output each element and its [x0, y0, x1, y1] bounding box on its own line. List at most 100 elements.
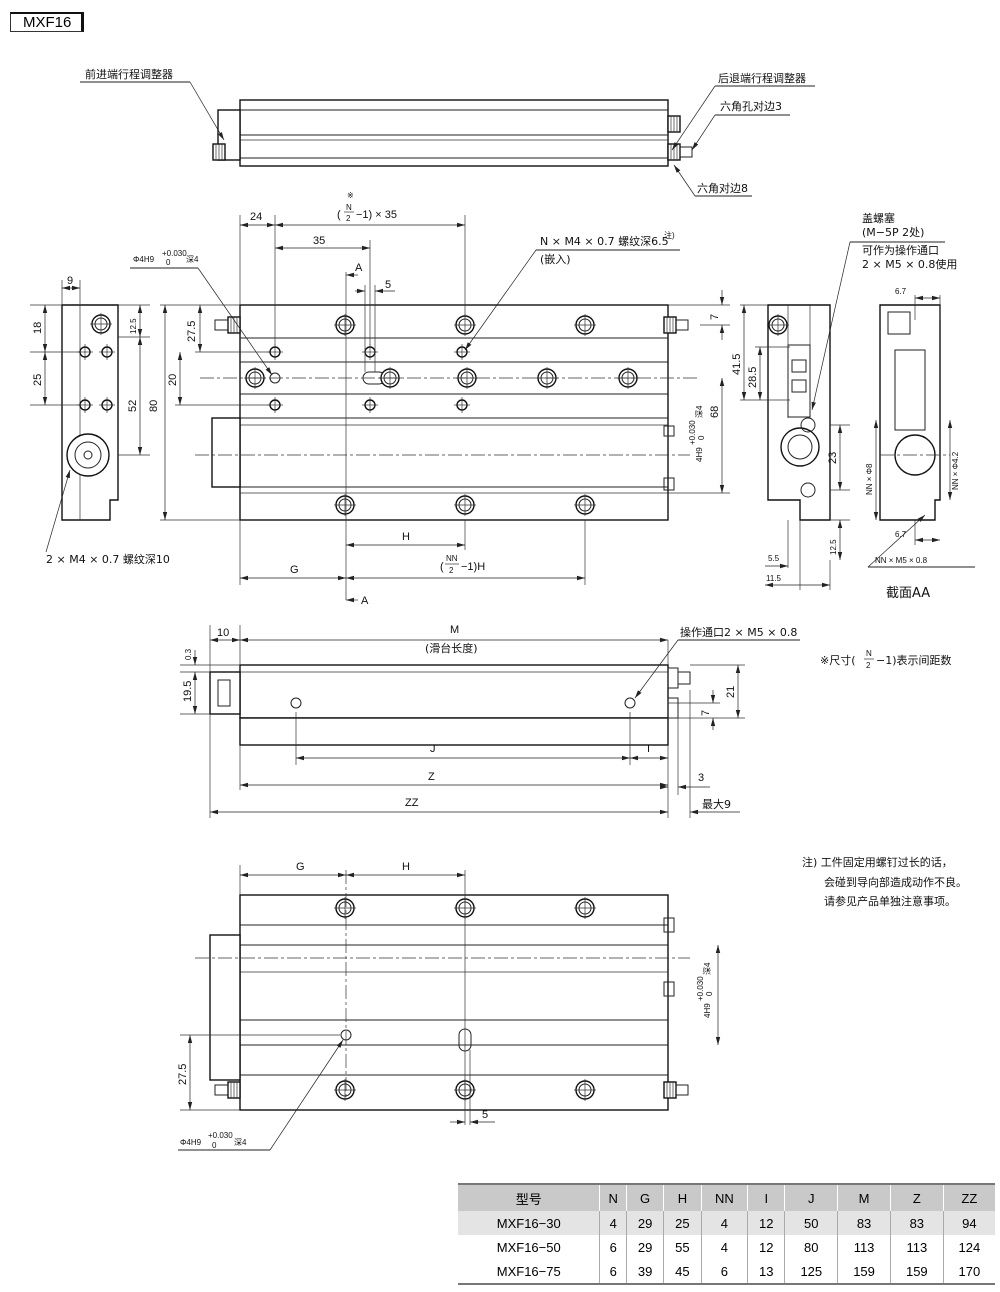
header-zz: ZZ	[942, 1183, 995, 1211]
hex-socket-label: 六角孔对边3	[720, 99, 782, 113]
dim-7: 7	[709, 314, 721, 320]
model-title: MXF16	[10, 12, 84, 32]
table-header-row: 型号 N G H NN I J M Z ZZ	[458, 1183, 995, 1211]
caution-note: 注) 工件固定用螺钉过长的话， 会碰到导向部造成动作不良。 请参见产品单独注意事…	[802, 855, 967, 908]
nn-m5-label: NN × M5 × 0.8	[875, 556, 928, 565]
header-i: I	[747, 1183, 785, 1211]
cell: 12	[747, 1235, 785, 1259]
header-z: Z	[889, 1183, 944, 1211]
note-line-1: 注) 工件固定用螺钉过长的话，	[802, 855, 953, 869]
front-adjuster-label: 前进端行程调整器	[85, 67, 173, 81]
dim-10: 10	[217, 627, 229, 639]
dim-ZZ: ZZ	[405, 797, 419, 809]
pitch-note-denominator: 2	[866, 661, 871, 670]
header-m: M	[837, 1183, 891, 1211]
dim-J: J	[430, 743, 436, 755]
bottom-dim-H: H	[402, 861, 410, 873]
cell: 12	[747, 1211, 785, 1235]
cell: 13	[747, 1259, 785, 1285]
side-tap-label: 2 × M4 × 0.7 螺纹深10	[46, 552, 170, 566]
pitch-mark: ※	[347, 191, 354, 200]
dim-21: 21	[725, 686, 737, 698]
pin-depth: 深4	[186, 255, 199, 264]
pin-hole-label: Φ4H9	[133, 255, 155, 264]
header-model: 型号	[458, 1183, 600, 1211]
dim-I: I	[647, 743, 650, 755]
plug-use-1: 可作为操作通口	[862, 243, 939, 257]
bottom-side-pin-label: 4H9	[703, 1003, 712, 1018]
cell: 55	[663, 1235, 702, 1259]
bottom-tolerance-upper: +0.030	[208, 1131, 233, 1140]
dim-52: 52	[127, 400, 139, 412]
dim-9: 9	[67, 275, 73, 287]
nn-suffix: −1)H	[461, 561, 485, 573]
cell: 113	[837, 1235, 891, 1259]
cell: 39	[625, 1259, 664, 1285]
bottom-view: G H 27.5 5 Φ4H9 +0.030 0 深4 4H9 +0.030 0…	[177, 861, 721, 1151]
port-view: 6.7 NN × Φ8 NN × Φ4.2 6.7 NN × M5 × 0.8	[865, 287, 975, 568]
tap-note-mark: 注)	[664, 230, 675, 240]
bottom-side-tolerance-upper: +0.030	[696, 976, 705, 1001]
pitch-note-numerator: N	[866, 649, 872, 658]
header-h: H	[663, 1183, 702, 1211]
note-line-3: 请参见产品单独注意事项。	[824, 894, 956, 908]
section-a-top: A	[355, 262, 363, 274]
section-a-bottom: A	[361, 595, 369, 607]
cell: MXF16−50	[496, 1239, 561, 1255]
table-length-label: (滑台长度)	[425, 641, 478, 655]
cell: 83	[889, 1211, 944, 1235]
note-line-2: 会碰到导向部造成动作不良。	[824, 875, 967, 889]
dim-H: H	[402, 531, 410, 543]
dim-27-5: 27.5	[186, 321, 198, 342]
hex-nut-label: 六角对边8	[697, 181, 748, 195]
plug-use-2: 2 × M5 × 0.8使用	[862, 258, 957, 271]
dim-18: 18	[32, 322, 44, 334]
cell: 50	[784, 1211, 838, 1235]
plug-spec: (M−5P 2处)	[862, 226, 924, 239]
tolerance-lower: 0	[166, 258, 171, 267]
left-end-view: 9 18 25 12.5 52 2 × M4 × 0.7 螺纹深10	[30, 275, 170, 566]
dim-6-7-top: 6.7	[895, 287, 907, 296]
pitch-note-prefix: ※尺寸(	[820, 653, 856, 667]
dim-G: G	[290, 564, 299, 576]
bottom-tolerance-lower: 0	[212, 1141, 217, 1150]
cell: 25	[663, 1211, 702, 1235]
cell: 170	[942, 1259, 995, 1285]
cell: 45	[663, 1259, 702, 1285]
dim-24: 24	[250, 211, 262, 223]
pitch-note: ※尺寸( N 2 −1)表示间距数	[820, 649, 952, 670]
dim-5-5: 5.5	[768, 554, 780, 563]
dim-Z: Z	[428, 771, 435, 783]
nn-phi42-label: NN × Φ4.2	[951, 451, 960, 490]
dim-12-5-section: 12.5	[829, 539, 838, 555]
max-9-label: 最大9	[702, 797, 731, 811]
cell: 6	[599, 1235, 627, 1259]
cell: 4	[700, 1211, 748, 1235]
cell: 4	[700, 1235, 748, 1259]
header-j: J	[784, 1183, 838, 1211]
bottom-dim-27-5: 27.5	[177, 1064, 189, 1085]
section-caption: 截面AA	[886, 586, 930, 601]
header-nn: NN	[700, 1183, 748, 1211]
top-view: 前进端行程调整器 后退端行程调整器 六角孔对边3 六角对边8	[80, 67, 815, 197]
tap-label: N × M4 × 0.7 螺纹深6.5	[540, 234, 669, 248]
cell: 159	[889, 1259, 944, 1285]
side-tolerance-upper: +0.030	[688, 420, 697, 445]
cell: MXF16−30	[458, 1211, 600, 1235]
bottom-side-pin-depth: 深4	[703, 962, 712, 975]
cell: 83	[837, 1211, 891, 1235]
dim-5: 5	[385, 279, 391, 291]
plug-title: 盖螺塞	[862, 211, 895, 225]
dim-41-5: 41.5	[731, 354, 743, 375]
dim-0-3: 0.3	[184, 648, 193, 660]
side-tolerance-lower: 0	[697, 435, 706, 440]
nn-phi8-label: NN × Φ8	[865, 463, 874, 495]
pitch-suffix: −1) × 35	[356, 209, 397, 221]
cell: 94	[942, 1211, 995, 1235]
dim-23: 23	[827, 452, 839, 464]
dim-25: 25	[32, 374, 44, 386]
bottom-dim-G: G	[296, 861, 305, 873]
dim-68: 68	[709, 406, 721, 418]
cell: 125	[784, 1259, 838, 1285]
